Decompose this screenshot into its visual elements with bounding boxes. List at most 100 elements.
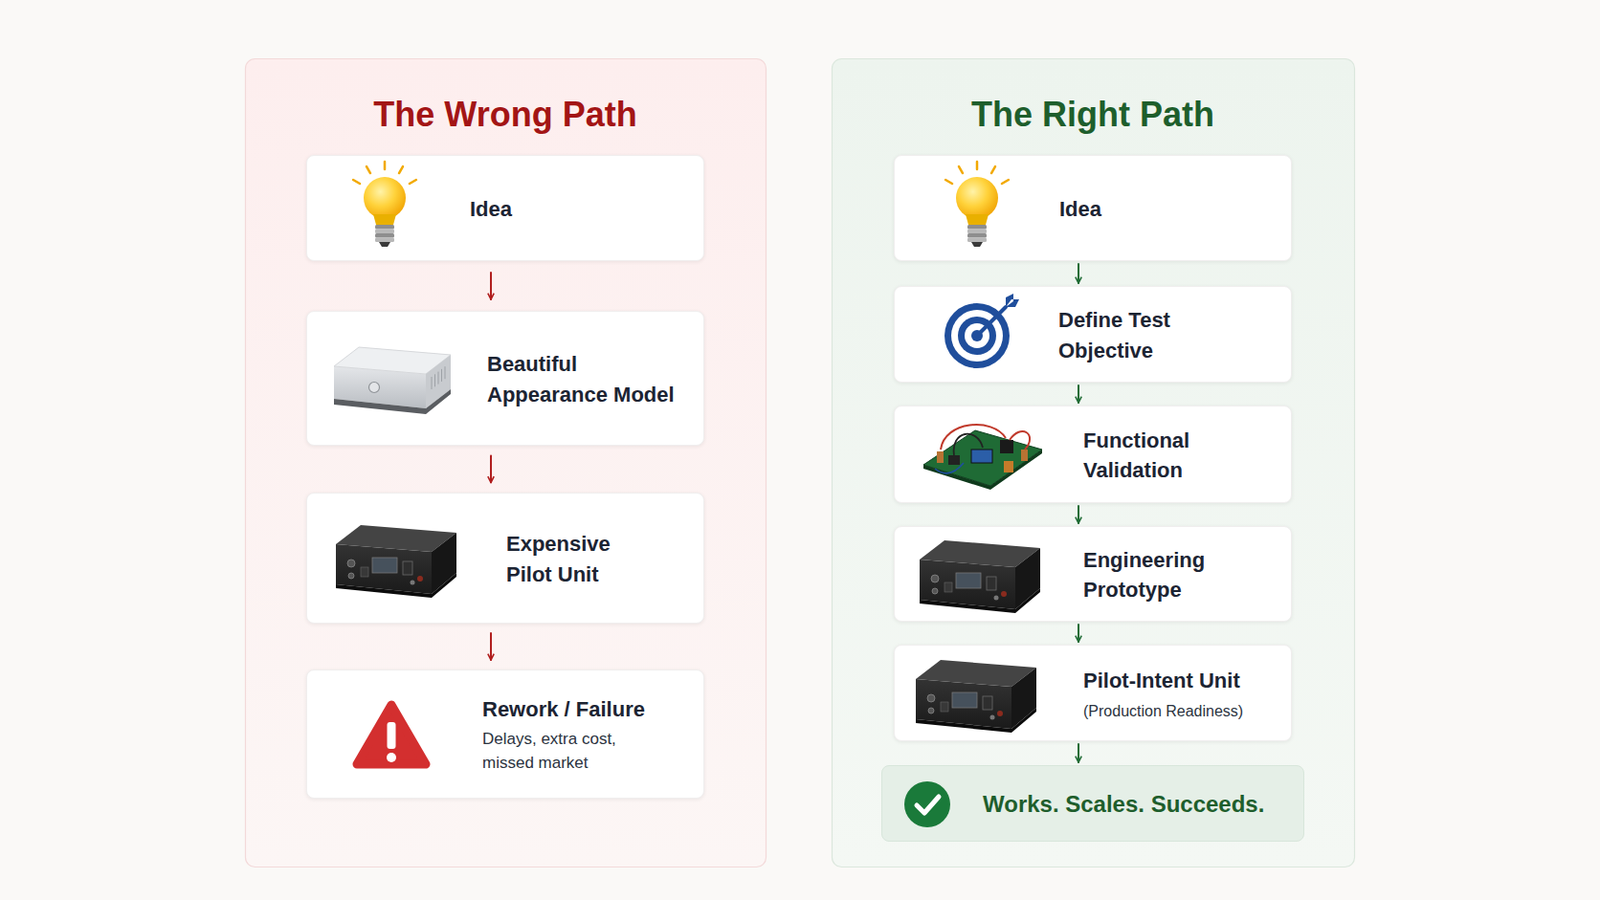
text-group: Works. Scales. Succeeds.	[982, 789, 1299, 820]
connector	[417, 576, 423, 582]
wire	[954, 434, 983, 456]
arrow-fletching	[1005, 293, 1020, 308]
flow-arrow	[1077, 624, 1080, 643]
step-card: Pilot-Intent Unit(Production Readiness)	[893, 644, 1292, 742]
port	[940, 702, 949, 712]
bulb-base	[375, 228, 395, 234]
connector	[997, 711, 1003, 717]
bulb-icon	[914, 161, 1040, 258]
vent	[431, 377, 433, 390]
warn-icon	[329, 688, 454, 784]
vent	[441, 368, 443, 381]
port	[944, 582, 953, 593]
text-group: Expensive Pilot Unit	[506, 529, 641, 589]
flow-arrow	[1077, 506, 1080, 524]
vent	[438, 371, 440, 384]
flow-arrow	[1077, 264, 1080, 284]
exclamation-dot	[386, 753, 397, 763]
flow-arrow	[489, 633, 492, 661]
arrow-shaft	[977, 307, 1006, 336]
step-label: Define Test Objective	[1058, 305, 1265, 365]
path-panel: IdeaBeautiful Appearance ModelExpensive …	[244, 58, 766, 867]
port	[982, 696, 993, 711]
capacitor	[1021, 449, 1028, 462]
black-icon	[336, 511, 462, 608]
step-card: Rework / FailureDelays, extra cost, miss…	[306, 669, 705, 800]
bulb-glass	[955, 177, 999, 220]
step-label: Expensive Pilot Unit	[506, 529, 641, 589]
icon-group	[915, 660, 1037, 734]
text-group: Idea	[1059, 194, 1251, 224]
vent	[444, 366, 446, 379]
wire	[1009, 431, 1030, 450]
display	[372, 557, 398, 574]
step-label: Rework / Failure	[482, 694, 674, 725]
bulb-base	[375, 233, 395, 239]
bulb-base	[967, 224, 987, 230]
icon-group	[353, 161, 417, 247]
target-icon	[914, 288, 1040, 384]
result-box: Works. Scales. Succeeds.	[881, 765, 1305, 843]
flow-arrow	[1077, 744, 1080, 763]
wire	[934, 463, 964, 474]
connector	[990, 714, 996, 720]
step-label: Functional Validation	[1083, 425, 1213, 486]
text-group: Functional Validation	[1083, 425, 1213, 486]
panel-background	[832, 59, 1356, 868]
text-group: Idea	[469, 194, 662, 224]
step-card: Beautiful Appearance Model	[306, 311, 705, 446]
circuit-board	[923, 430, 1043, 487]
connector	[410, 579, 416, 585]
port	[986, 577, 997, 591]
bulb-base	[967, 237, 987, 243]
text-group: Beautiful Appearance Model	[487, 349, 693, 409]
box-base	[915, 708, 1037, 734]
connector	[1000, 591, 1007, 598]
box-base	[335, 573, 457, 599]
panel-background	[245, 59, 767, 868]
vent	[434, 374, 436, 387]
bulb-base	[967, 228, 987, 234]
bulb-base	[375, 224, 395, 230]
icon-group	[944, 293, 1020, 369]
step-note: Delays, extra cost, missed market	[482, 728, 644, 776]
bulb-icon	[322, 161, 447, 258]
capacitor	[1003, 461, 1014, 473]
light-ray	[353, 179, 360, 184]
step-card: Idea	[893, 155, 1292, 262]
light-ray	[383, 161, 387, 170]
check-circle	[904, 781, 951, 828]
light-ray	[958, 166, 963, 174]
flow-arrow	[489, 456, 492, 484]
bulb-neck	[373, 214, 397, 225]
target-ring	[944, 303, 1010, 369]
check-mark	[916, 797, 939, 814]
text-group: Engineering Prototype	[1083, 545, 1218, 605]
knob	[928, 708, 934, 714]
icon-group	[333, 347, 451, 415]
check-icon	[865, 756, 990, 853]
text-group: Define Test Objective	[1058, 305, 1265, 365]
exclamation-bar	[387, 722, 397, 750]
display	[952, 692, 978, 709]
relay	[1000, 440, 1014, 454]
step-card: Idea	[306, 155, 705, 262]
black-icon	[920, 527, 1045, 623]
icon-group	[356, 705, 426, 765]
text-group: Pilot-Intent Unit(Production Readiness)	[1083, 666, 1285, 722]
silver-icon	[329, 332, 454, 428]
icon-group	[335, 525, 457, 599]
step-card: Expensive Pilot Unit	[306, 492, 705, 624]
black-icon	[916, 646, 1042, 743]
board-edge	[923, 449, 1043, 490]
box-base	[333, 389, 451, 415]
text-group: Rework / FailureDelays, extra cost, miss…	[482, 694, 674, 777]
light-ray	[399, 166, 403, 174]
path-panel: IdeaDefine Test ObjectiveFunctional Vali…	[831, 58, 1355, 867]
knob	[927, 694, 935, 703]
knob	[348, 573, 355, 579]
flow-arrow	[1077, 385, 1080, 403]
light-ray	[976, 161, 979, 170]
